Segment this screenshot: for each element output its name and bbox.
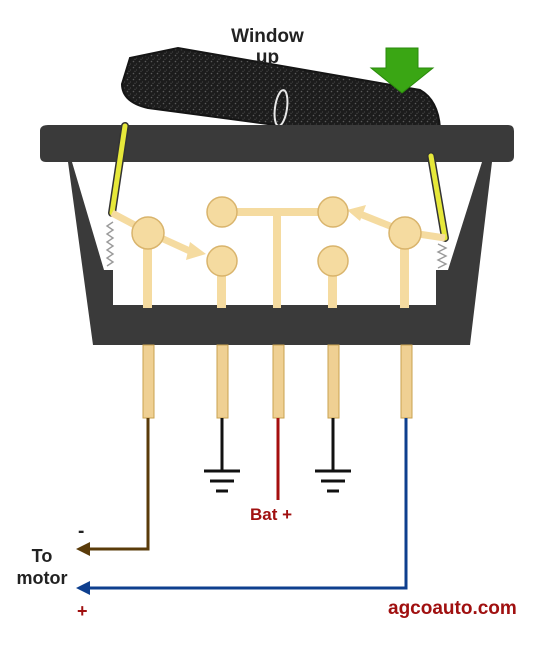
to-motor-label: To motor xyxy=(6,545,78,589)
title-line-1: Window xyxy=(231,26,304,47)
to-motor-line-2: motor xyxy=(16,568,68,588)
diagram-title: Window up xyxy=(200,26,335,68)
spring-icon xyxy=(436,243,448,269)
wire-arrow-icon xyxy=(76,542,90,556)
spring-icon xyxy=(105,221,115,267)
title-line-2: up xyxy=(255,47,280,68)
switch-housing xyxy=(40,125,514,345)
to-motor-line-1: To xyxy=(31,546,53,566)
press-down-arrow-icon xyxy=(369,47,435,94)
plus-label: + xyxy=(77,601,88,621)
website-label: agcoauto.com xyxy=(388,598,517,619)
ground-symbol-icon xyxy=(204,469,240,493)
terminal-posts xyxy=(143,240,409,308)
battery-plus-label: Bat + xyxy=(250,505,293,524)
ground-symbol-icon xyxy=(315,469,351,493)
terminals xyxy=(142,344,413,419)
right-lever xyxy=(428,153,448,241)
wire-arrow-icon xyxy=(347,205,366,221)
wire-arrow-icon xyxy=(76,581,90,595)
wire-arrow-icon xyxy=(186,242,206,260)
minus-label: - xyxy=(78,521,85,542)
wire-motor-minus xyxy=(88,418,150,551)
wire-motor-plus xyxy=(88,418,408,590)
left-lever xyxy=(109,123,128,216)
contact-balls xyxy=(131,196,422,277)
